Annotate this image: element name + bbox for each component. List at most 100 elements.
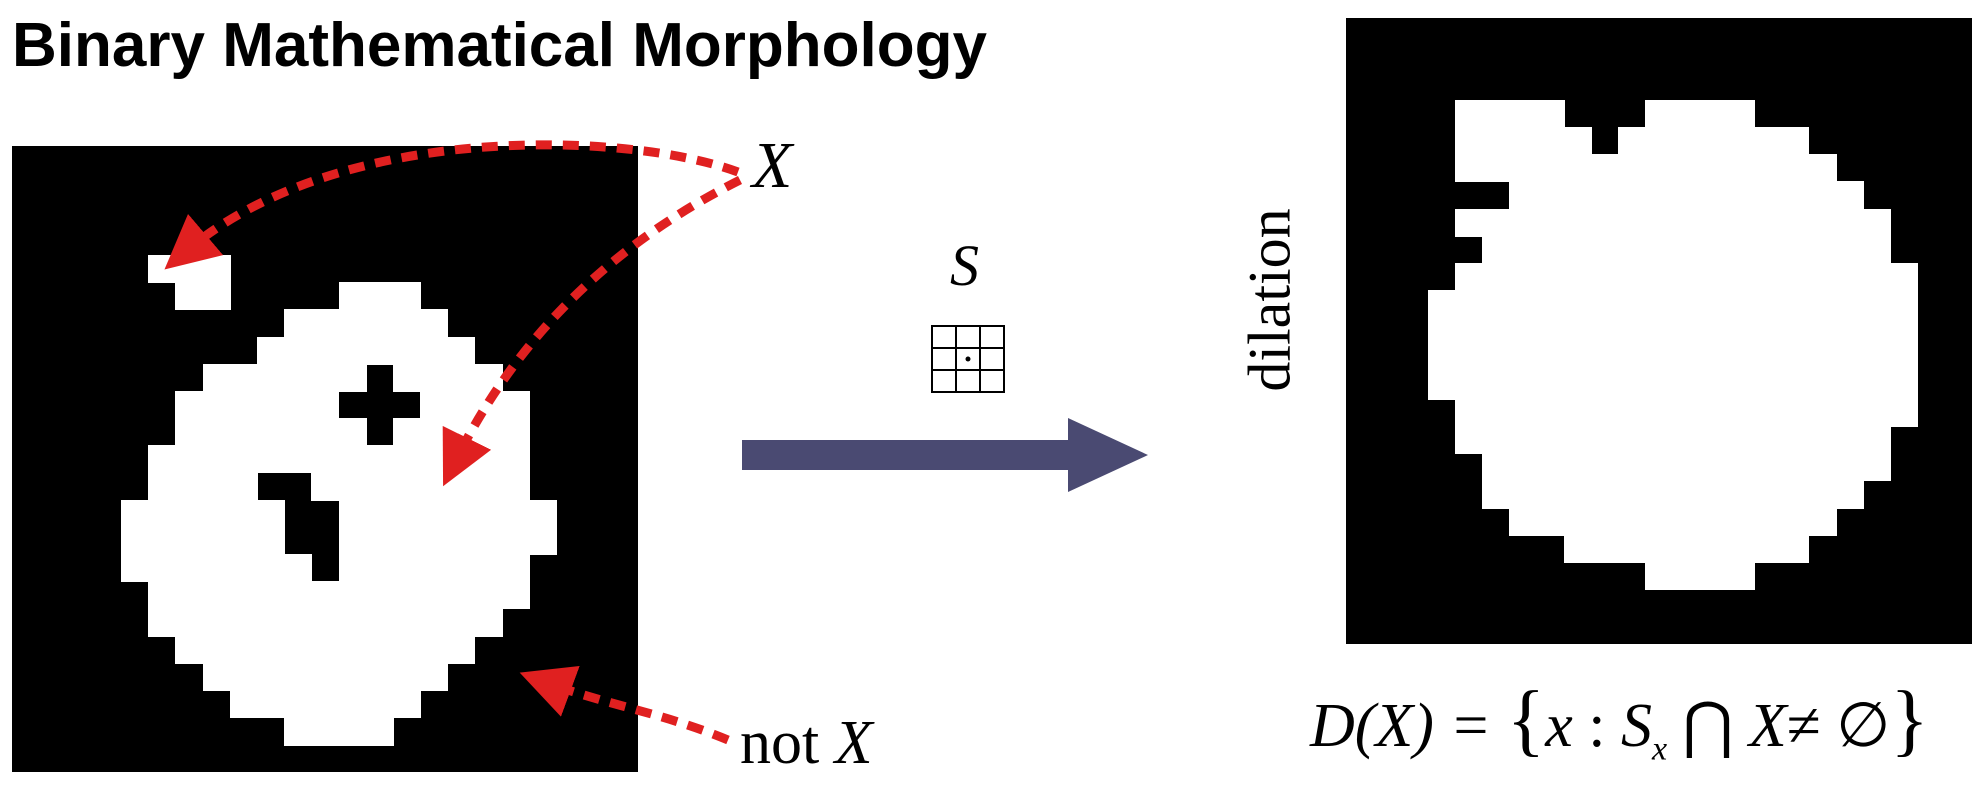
foreground-pixel xyxy=(1727,317,1756,346)
foreground-pixel xyxy=(1835,181,1864,210)
foreground-pixel xyxy=(1618,181,1647,210)
foreground-pixel xyxy=(1835,290,1864,319)
foreground-pixel xyxy=(229,363,258,392)
foreground-pixel xyxy=(1727,344,1756,373)
foreground-pixel xyxy=(420,527,449,556)
foreground-pixel xyxy=(1618,480,1647,509)
foreground-pixel xyxy=(202,608,231,637)
formula-colon: : xyxy=(1572,692,1621,760)
foreground-pixel xyxy=(420,390,449,419)
foreground-pixel xyxy=(1590,507,1619,536)
formula-lhs: D(X) = xyxy=(1310,692,1507,760)
foreground-pixel xyxy=(1645,317,1674,346)
foreground-pixel xyxy=(1482,371,1511,400)
foreground-pixel xyxy=(365,635,394,664)
foreground-pixel xyxy=(284,635,313,664)
foreground-pixel xyxy=(1645,535,1674,564)
foreground-pixel xyxy=(1808,453,1837,482)
foreground-pixel xyxy=(1699,290,1728,319)
foreground-pixel xyxy=(529,527,558,556)
input-binary-image xyxy=(12,146,638,772)
foreground-pixel xyxy=(229,635,258,664)
foreground-pixel xyxy=(393,282,422,311)
foreground-pixel xyxy=(1835,371,1864,400)
foreground-pixel xyxy=(1536,154,1565,183)
foreground-pixel xyxy=(393,472,422,501)
foreground-pixel xyxy=(1590,290,1619,319)
foreground-pixel xyxy=(420,554,449,583)
foreground-pixel xyxy=(1699,344,1728,373)
foreground-pixel xyxy=(202,363,231,392)
foreground-pixel xyxy=(1618,126,1647,155)
foreground-pixel xyxy=(175,445,204,474)
foreground-pixel xyxy=(1863,290,1892,319)
foreground-pixel xyxy=(256,445,285,474)
foreground-pixel xyxy=(1727,480,1756,509)
foreground-pixel xyxy=(1482,262,1511,291)
foreground-pixel xyxy=(1699,480,1728,509)
foreground-pixel xyxy=(393,445,422,474)
dilation-process-arrow xyxy=(742,418,1148,492)
foreground-pixel xyxy=(1454,208,1483,237)
foreground-pixel xyxy=(1563,507,1592,536)
foreground-pixel xyxy=(256,418,285,447)
foreground-pixel xyxy=(1563,126,1592,155)
foreground-pixel xyxy=(1835,480,1864,509)
foreground-pixel xyxy=(1509,480,1538,509)
foreground-pixel xyxy=(148,445,177,474)
foreground-pixel xyxy=(311,635,340,664)
foreground-pixel xyxy=(474,554,503,583)
foreground-pixel xyxy=(175,499,204,528)
foreground-pixel xyxy=(1781,181,1810,210)
foreground-pixel xyxy=(1754,235,1783,264)
foreground-pixel xyxy=(311,472,340,501)
foreground-pixel xyxy=(501,445,530,474)
foreground-pixel xyxy=(1618,371,1647,400)
foreground-pixel xyxy=(1590,317,1619,346)
foreground-pixel xyxy=(338,663,367,692)
foreground-pixel xyxy=(1536,235,1565,264)
foreground-pixel xyxy=(474,363,503,392)
foreground-pixel xyxy=(1754,507,1783,536)
foreground-pixel xyxy=(1727,208,1756,237)
foreground-pixel xyxy=(420,608,449,637)
foreground-pixel xyxy=(338,690,367,719)
formula-cap: ⋂ xyxy=(1667,692,1749,760)
foreground-pixel xyxy=(338,336,367,365)
foreground-pixel xyxy=(1890,262,1919,291)
foreground-pixel xyxy=(1536,507,1565,536)
foreground-pixel xyxy=(1618,399,1647,428)
foreground-pixel xyxy=(1454,262,1483,291)
foreground-pixel xyxy=(256,635,285,664)
foreground-pixel xyxy=(1835,399,1864,428)
foreground-pixel xyxy=(1754,126,1783,155)
foreground-pixel xyxy=(256,499,285,528)
foreground-pixel xyxy=(447,363,476,392)
foreground-pixel xyxy=(229,445,258,474)
foreground-pixel xyxy=(311,690,340,719)
foreground-pixel xyxy=(1754,290,1783,319)
diagram-title: Binary Mathematical Morphology xyxy=(12,11,987,80)
foreground-pixel xyxy=(1835,208,1864,237)
foreground-pixel xyxy=(1727,399,1756,428)
foreground-pixel xyxy=(1781,344,1810,373)
foreground-pixel xyxy=(1482,426,1511,455)
foreground-pixel xyxy=(1781,126,1810,155)
foreground-pixel xyxy=(1672,235,1701,264)
foreground-pixel xyxy=(175,581,204,610)
foreground-pixel xyxy=(1618,507,1647,536)
foreground-pixel xyxy=(1454,154,1483,183)
foreground-pixel xyxy=(420,499,449,528)
foreground-pixel xyxy=(1645,399,1674,428)
foreground-pixel xyxy=(175,554,204,583)
foreground-pixel xyxy=(1563,426,1592,455)
foreground-pixel xyxy=(1454,399,1483,428)
foreground-pixel xyxy=(1482,290,1511,319)
foreground-pixel xyxy=(420,663,449,692)
foreground-pixel xyxy=(1754,371,1783,400)
foreground-pixel xyxy=(1482,344,1511,373)
foreground-pixel xyxy=(1645,344,1674,373)
foreground-pixel xyxy=(1618,208,1647,237)
foreground-pixel xyxy=(393,635,422,664)
foreground-pixel xyxy=(1590,208,1619,237)
